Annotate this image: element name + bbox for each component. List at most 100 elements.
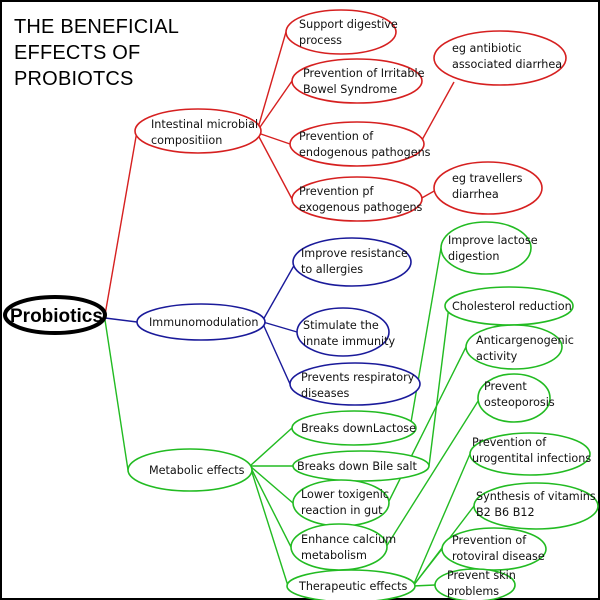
- node-lower-toxigenic-reaction-outline: [292, 479, 390, 527]
- node-breaks-down-bile-salt-label: Breaks down Bile salt: [297, 460, 417, 473]
- node-support-digestive-process-outline: [285, 9, 397, 55]
- node-breaks-down-lactose-label: Breaks downLactose: [301, 422, 416, 435]
- connector-line-metabolic: [249, 427, 293, 467]
- connector-line-intestinal: [257, 134, 293, 200]
- diagram-title: THE BENEFICIAL EFFECTS OF PROBIOTCS: [14, 16, 180, 90]
- node-innate-immunity-outline: [296, 307, 390, 357]
- node-respiratory-diseases-outline: [289, 362, 421, 406]
- connector-line-metabolic: [249, 465, 289, 587]
- connector-line-metabolic: [428, 305, 450, 467]
- node-cholesterol-reduction-label: Cholesterol reduction: [452, 300, 572, 313]
- node-enhance-calcium-metabolism-outline: [290, 523, 388, 571]
- node-eg-antibiotic-diarrhea-outline: [433, 30, 567, 86]
- connector-line-immuno: [262, 323, 291, 385]
- node-prevention-endogenous-pathogens-outline: [289, 121, 425, 167]
- connector-line-metabolic: [104, 319, 129, 471]
- node-prevention-ibs-outline: [291, 58, 423, 104]
- connector-line-metabolic: [385, 397, 481, 548]
- connector-line-metabolic: [249, 465, 294, 504]
- connector-line-metabolic: [412, 584, 436, 587]
- node-metabolic-effects: Metabolic effects: [127, 448, 253, 492]
- connector-line-intestinal: [257, 80, 293, 131]
- node-prevent-osteoporosis-outline: [477, 373, 551, 423]
- root-node-probiotics: Probiotics: [3, 295, 107, 335]
- connector-line-intestinal: [257, 31, 287, 129]
- connector-line-intestinal: [421, 81, 455, 141]
- node-improve-lactose-digestion-outline: [440, 221, 532, 275]
- connector-line-immuno: [262, 321, 298, 333]
- node-breaks-down-bile-salt-outline: [292, 450, 430, 482]
- node-anticarcinogenic-activity-outline: [465, 324, 563, 370]
- connector-line-immuno: [262, 261, 297, 321]
- connector-lines: [104, 31, 481, 587]
- connector-line-intestinal: [257, 132, 291, 145]
- connector-line-metabolic: [409, 247, 442, 429]
- node-breaks-down-lactose: Breaks downLactose: [291, 410, 417, 446]
- node-resistance-allergies-outline: [292, 237, 412, 287]
- connector-line-intestinal: [104, 130, 138, 316]
- node-immunomodulation: Immunomodulation: [136, 303, 266, 341]
- node-synthesis-vitamins-outline: [473, 482, 599, 530]
- node-metabolic-effects-label: Metabolic effects: [149, 464, 245, 477]
- node-therapeutic-effects: Therapeutic effects: [286, 569, 416, 600]
- node-metabolic-effects-outline: [127, 448, 253, 492]
- node-immunomodulation-label: Immunomodulation: [149, 316, 258, 329]
- node-cholesterol-reduction: Cholesterol reduction: [444, 286, 574, 326]
- node-eg-travellers-diarrhea-outline: [433, 161, 543, 215]
- node-breaks-down-lactose-outline: [291, 410, 417, 446]
- connector-line-metabolic: [412, 548, 443, 587]
- connector-line-metabolic: [412, 453, 471, 587]
- node-breaks-down-bile-salt: Breaks down Bile salt: [292, 450, 430, 482]
- node-prevent-skin-problems-outline: [434, 568, 516, 600]
- connector-line-metabolic: [249, 465, 292, 548]
- node-immunomodulation-outline: [136, 303, 266, 341]
- node-prevention-urogenital-infections-outline: [469, 432, 591, 476]
- connector-line-immuno: [104, 317, 138, 323]
- node-prevention-rotoviral-disease-outline: [441, 527, 547, 571]
- root-node-probiotics-outline: [3, 295, 107, 335]
- node-intestinal-microbial-composition-outline: [134, 108, 262, 154]
- node-therapeutic-effects-outline: [286, 569, 416, 600]
- node-prevention-exogenous-pathogens-outline: [291, 176, 423, 222]
